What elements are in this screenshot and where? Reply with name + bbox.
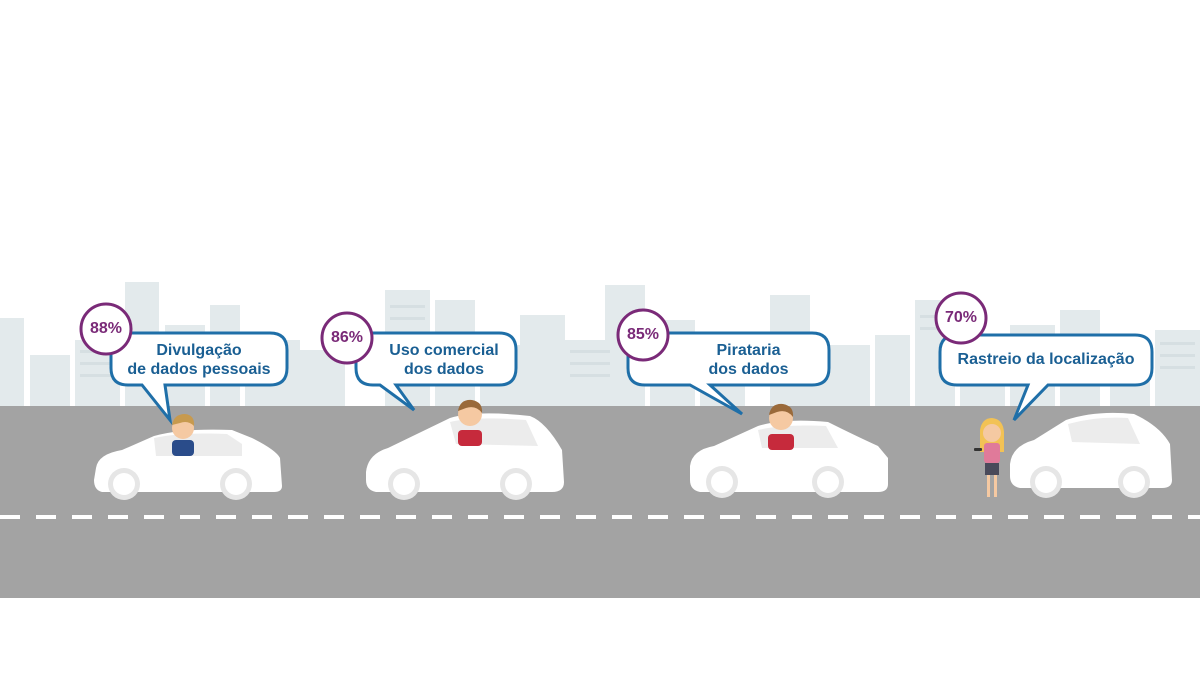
- callout-label-4-line-1: Rastreio da localização: [957, 351, 1135, 368]
- building-icon: [0, 318, 24, 406]
- callout-label-1: Divulgação de dados pessoais: [111, 341, 287, 379]
- callout-label-1-line-1: Divulgação: [156, 342, 242, 359]
- pedestrian-icon: [974, 418, 1004, 497]
- car-icon: [690, 420, 888, 498]
- callout-label-3-line-1: Pirataria: [716, 342, 781, 359]
- callout-label-3: Pirataria dos dados: [668, 341, 829, 379]
- callout-label-3-line-2: dos dados: [708, 361, 789, 378]
- callout-label-2-line-2: dos dados: [403, 361, 484, 378]
- callout-label-4: Rastreio da localização: [940, 350, 1152, 369]
- percent-badge-2: 86%: [330, 329, 364, 346]
- callout-label-2: Uso comercial dos dados: [372, 341, 516, 379]
- building-icon: [30, 355, 70, 406]
- driver-icon: [172, 414, 195, 456]
- building-icon: [875, 335, 910, 406]
- percent-badge-3: 85%: [626, 326, 660, 343]
- car-icon: [1010, 412, 1172, 498]
- callout-label-1-line-2: de dados pessoais: [127, 361, 271, 378]
- percent-badge-1: 88%: [89, 320, 123, 337]
- percent-badge-4: 70%: [944, 309, 978, 326]
- car-icon: [94, 429, 282, 500]
- callout-label-2-line-1: Uso comercial: [389, 342, 499, 359]
- building-icon: [520, 315, 565, 406]
